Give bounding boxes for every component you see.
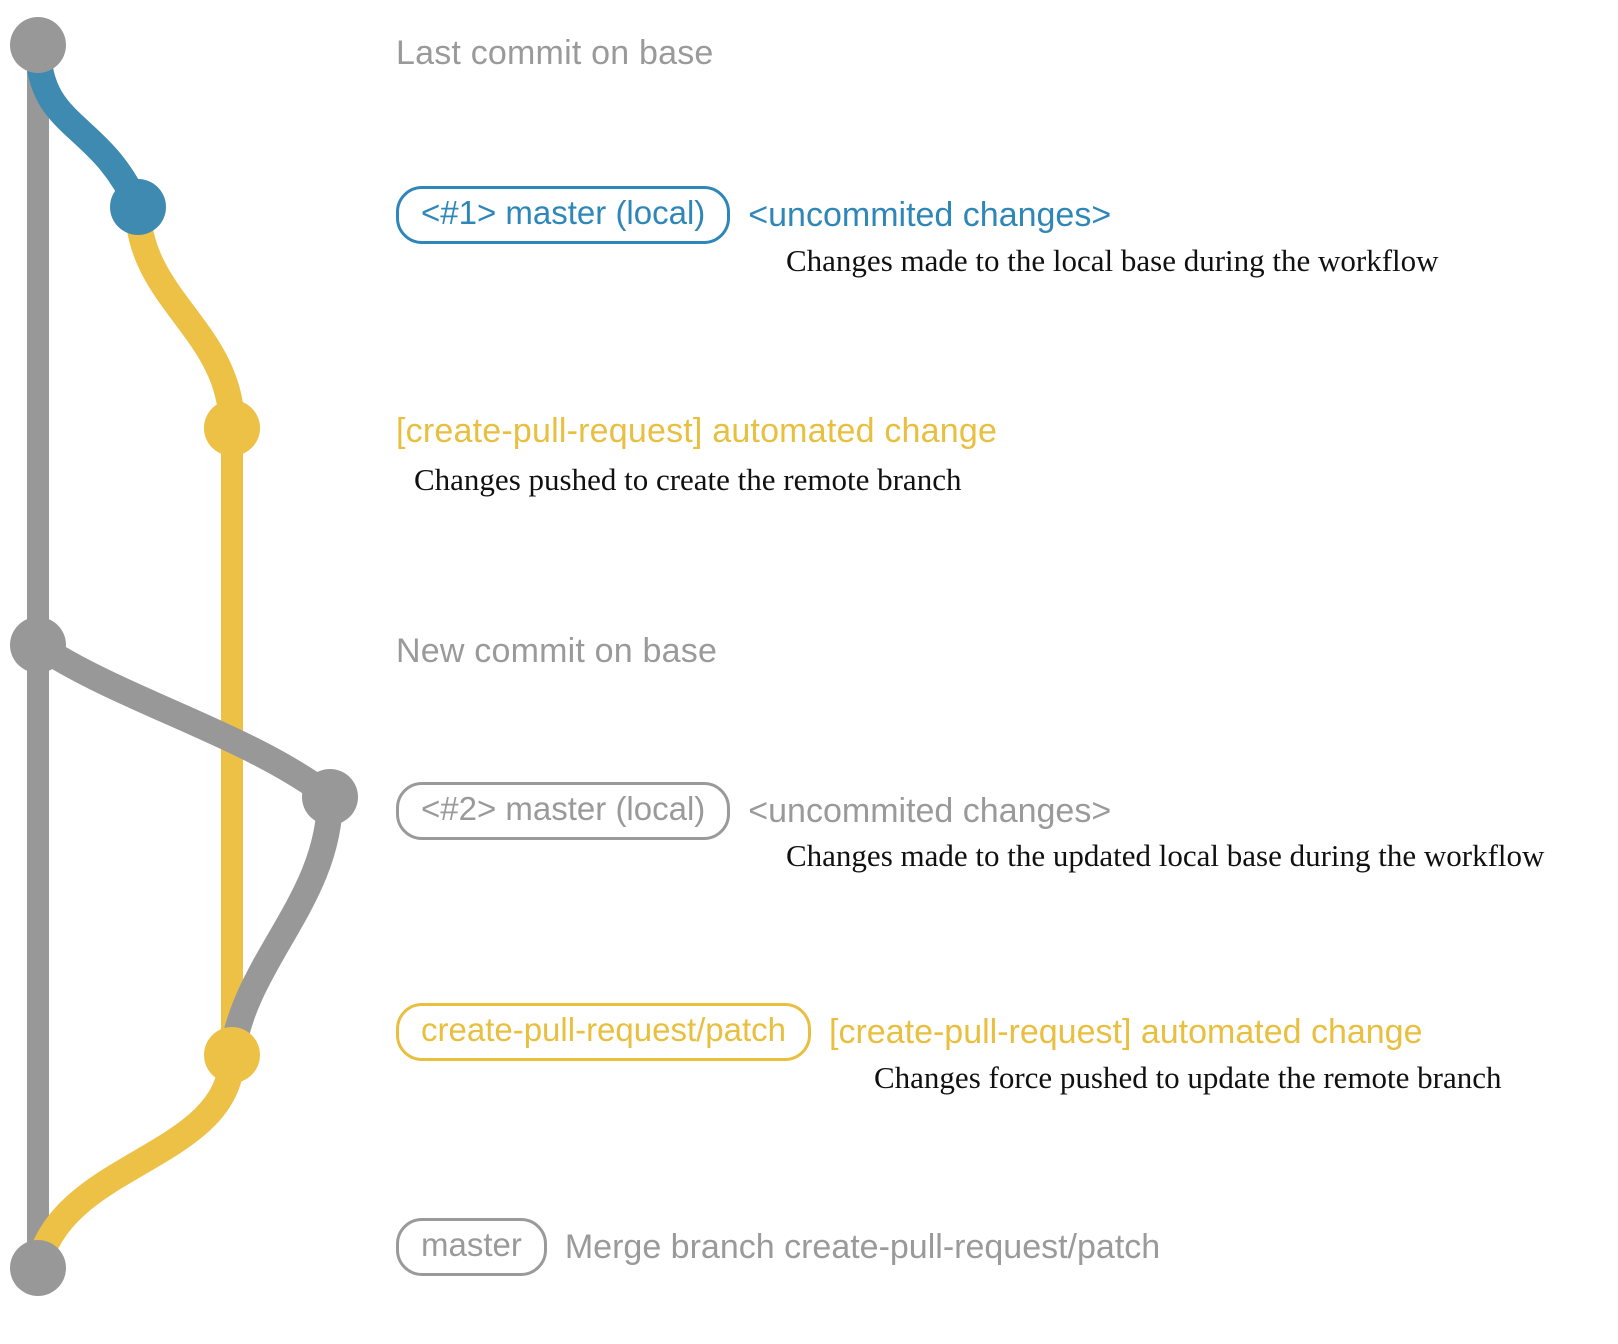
automated-change-2-node[interactable] [204, 1027, 260, 1083]
master-local-2-node[interactable] [302, 769, 358, 825]
row-automated-change-2: create-pull-request/patch [create-pull-r… [396, 1003, 1423, 1061]
row-automated-change-1: [create-pull-request] automated change [396, 412, 997, 451]
master-local-1-node[interactable] [110, 179, 166, 235]
last-commit-on-base-node[interactable] [10, 17, 66, 73]
message-automated-change-1: [create-pull-request] automated change [396, 412, 998, 450]
description-force-push-remote-branch: Changes force pushed to update the remot… [874, 1060, 1502, 1095]
local-to-patch-line [219, 784, 343, 1068]
row-master-local-2: <#2> master (local) <uncommited changes> [396, 782, 1111, 840]
row-last-commit-on-base: Last commit on base [396, 34, 714, 73]
patch-branch-line-2 [25, 1042, 245, 1281]
local-branch-line-2 [25, 632, 343, 810]
patch-branch-line-1 [125, 194, 245, 441]
automated-change-1-node[interactable] [204, 400, 260, 456]
last-commit-on-base-label: Last commit on base [396, 34, 714, 72]
row-merge-commit: master Merge branch create-pull-request/… [396, 1218, 1160, 1276]
description-local-changes-2: Changes made to the updated local base d… [786, 838, 1545, 873]
badge-master-local-1[interactable]: <#1> master (local) [396, 186, 731, 244]
badge-master-local-2[interactable]: <#2> master (local) [396, 782, 731, 840]
badge-master[interactable]: master [396, 1218, 547, 1276]
row-new-commit-on-base: New commit on base [396, 632, 717, 671]
message-uncommited-changes-2: <uncommited changes> [748, 791, 1112, 830]
commit-graph [10, 17, 358, 1296]
new-commit-on-base-node[interactable] [10, 617, 66, 673]
badge-create-pull-request-patch[interactable]: create-pull-request/patch [396, 1003, 812, 1061]
message-uncommited-changes-1: <uncommited changes> [748, 195, 1112, 234]
message-automated-change-2: [create-pull-request] automated change [829, 1012, 1423, 1051]
new-commit-on-base-label: New commit on base [396, 632, 718, 670]
description-local-changes-1: Changes made to the local base during th… [786, 243, 1439, 278]
merge-commit-node[interactable] [10, 1240, 66, 1296]
message-merge-branch: Merge branch create-pull-request/patch [564, 1227, 1161, 1266]
description-push-remote-branch: Changes pushed to create the remote bran… [414, 462, 962, 497]
row-master-local-1: <#1> master (local) <uncommited changes> [396, 186, 1111, 244]
